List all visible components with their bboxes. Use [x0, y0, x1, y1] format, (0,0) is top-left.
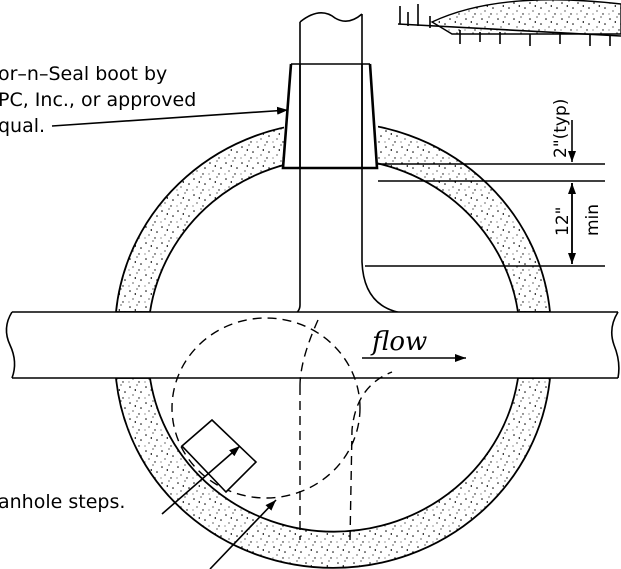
steps-note: anhole steps. [0, 491, 125, 513]
dim-min: min [583, 204, 603, 236]
boot-note-line1: or–n–Seal boot by [0, 63, 167, 85]
manhole-wall-upper [115, 121, 551, 313]
earth-hatch [399, 4, 611, 46]
boot-callout: or–n–Seal boot by PC, Inc., or approved … [0, 63, 289, 137]
steps-leader [161, 445, 241, 515]
hidden-lines [171, 317, 393, 541]
dim-12in: 12" [553, 207, 573, 236]
kor-n-seal-boot [281, 63, 379, 170]
manhole-step-block [180, 418, 258, 494]
main-sewer-pipe [5, 311, 620, 379]
ground-surface-detail [397, 0, 621, 46]
lower-leader [209, 499, 277, 569]
flow-label: flow [370, 327, 427, 357]
dim-2in-typ: 2"(typ) [551, 99, 571, 158]
boot-note-line3: qual. [0, 115, 45, 137]
manhole-wall-lower [115, 377, 551, 569]
boot-leader [51, 106, 289, 127]
steps-callout: anhole steps. [0, 445, 277, 569]
dimension-lines [365, 120, 605, 267]
boot-note-line2: PC, Inc., or approved [0, 89, 196, 111]
